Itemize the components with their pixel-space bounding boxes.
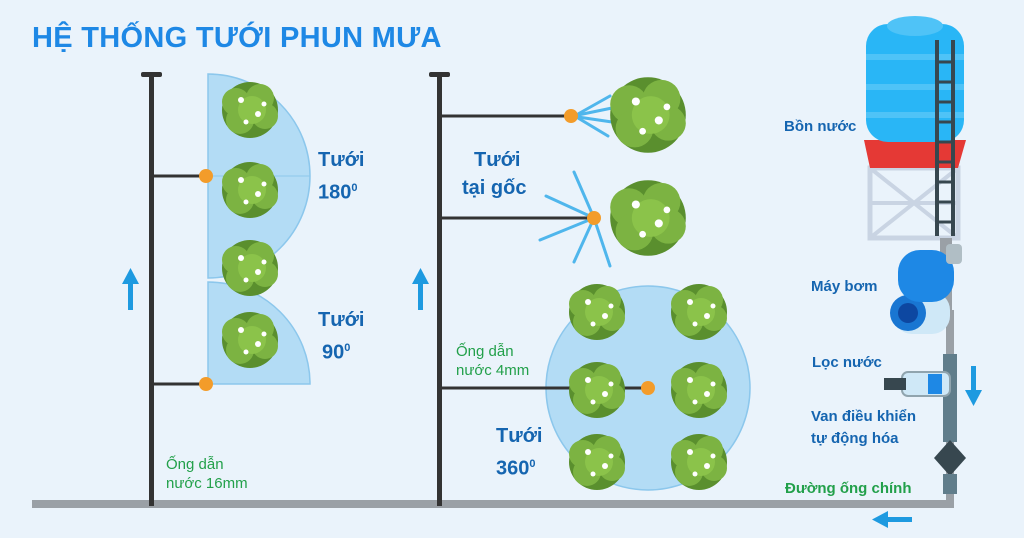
bush bbox=[569, 434, 625, 490]
sprinkler-180 bbox=[199, 169, 213, 183]
pipe-16mm-middle bbox=[437, 74, 442, 506]
flow-up-arrow-icon bbox=[122, 268, 139, 310]
automatic-valve-icon bbox=[934, 414, 966, 494]
water-filter-icon bbox=[884, 354, 957, 414]
flow-up-arrow-icon bbox=[412, 268, 429, 310]
label-pipe-16mm-line1: Ống dẫn bbox=[166, 456, 224, 473]
label-spray-90-value: 90 bbox=[322, 341, 345, 364]
label-root-spray: Tưới tại gốc bbox=[462, 146, 526, 202]
label-spray-180-degree: 0 bbox=[351, 182, 358, 194]
label-spray-360: Tưới 3600 bbox=[496, 422, 542, 483]
sprinkler-90 bbox=[199, 377, 213, 391]
pipe-cap-middle bbox=[429, 72, 450, 77]
label-spray-360-line2: 3600 bbox=[496, 450, 542, 483]
bush bbox=[569, 284, 625, 340]
bush bbox=[671, 284, 727, 340]
label-spray-360-line1: Tưới bbox=[496, 425, 543, 447]
label-spray-360-degree: 0 bbox=[529, 458, 536, 470]
bush bbox=[222, 82, 278, 138]
label-spray-90-degree: 0 bbox=[344, 342, 351, 354]
bush bbox=[671, 434, 727, 490]
label-spray-90-line2: 900 bbox=[318, 334, 364, 367]
spray-jet-root-2 bbox=[538, 170, 612, 268]
label-main-pipe: Đường ống chính bbox=[785, 480, 912, 497]
label-auto-valve: Van điều khiển tự động hóa bbox=[811, 406, 916, 450]
label-pipe-16mm-line2: nước 16mm bbox=[166, 475, 248, 492]
label-pipe-16mm: Ống dẫn nước 16mm bbox=[166, 455, 248, 493]
bush bbox=[569, 362, 625, 418]
label-spray-360-value: 360 bbox=[496, 457, 530, 480]
bush bbox=[610, 180, 686, 256]
bush bbox=[222, 240, 278, 296]
label-water-tank: Bồn nước bbox=[784, 118, 857, 135]
bush bbox=[610, 77, 686, 153]
label-spray-180: Tưới 1800 bbox=[318, 146, 364, 207]
label-pipe-4mm: Ống dẫn nước 4mm bbox=[456, 342, 529, 380]
label-spray-90-line1: Tưới bbox=[318, 309, 365, 331]
sprinkler-root-1 bbox=[564, 109, 578, 123]
label-auto-valve-line1: Van điều khiển bbox=[811, 408, 917, 425]
pipe-cap-left bbox=[141, 72, 162, 77]
label-root-spray-line1: Tưới bbox=[474, 149, 521, 171]
page-title: HỆ THỐNG TƯỚI PHUN MƯA bbox=[32, 22, 442, 54]
flow-left-arrow-icon bbox=[872, 511, 912, 528]
label-pipe-4mm-line1: Ống dẫn bbox=[456, 343, 514, 360]
label-water-filter: Lọc nước bbox=[812, 354, 882, 371]
label-spray-180-value: 180 bbox=[318, 181, 352, 204]
bush bbox=[222, 312, 278, 368]
bush bbox=[671, 362, 727, 418]
spray-jet-root-1 bbox=[576, 94, 614, 138]
sprinkler-360 bbox=[641, 381, 655, 395]
label-root-spray-line2: tại gốc bbox=[462, 177, 527, 199]
flow-down-arrow-icon bbox=[965, 366, 982, 406]
label-spray-180-line1: Tưới bbox=[318, 149, 365, 171]
pipe-16mm-left bbox=[149, 74, 154, 506]
label-spray-180-line2: 1800 bbox=[318, 174, 364, 207]
water-tank-icon bbox=[864, 16, 966, 241]
main-pipe bbox=[32, 500, 954, 508]
sprinkler-root-2 bbox=[587, 211, 601, 225]
bush bbox=[222, 162, 278, 218]
label-spray-90: Tưới 900 bbox=[318, 306, 364, 367]
label-auto-valve-line2: tự động hóa bbox=[811, 430, 899, 447]
label-pipe-4mm-line2: nước 4mm bbox=[456, 362, 530, 379]
label-water-pump: Máy bơm bbox=[811, 278, 878, 295]
water-pump-icon bbox=[890, 238, 962, 334]
